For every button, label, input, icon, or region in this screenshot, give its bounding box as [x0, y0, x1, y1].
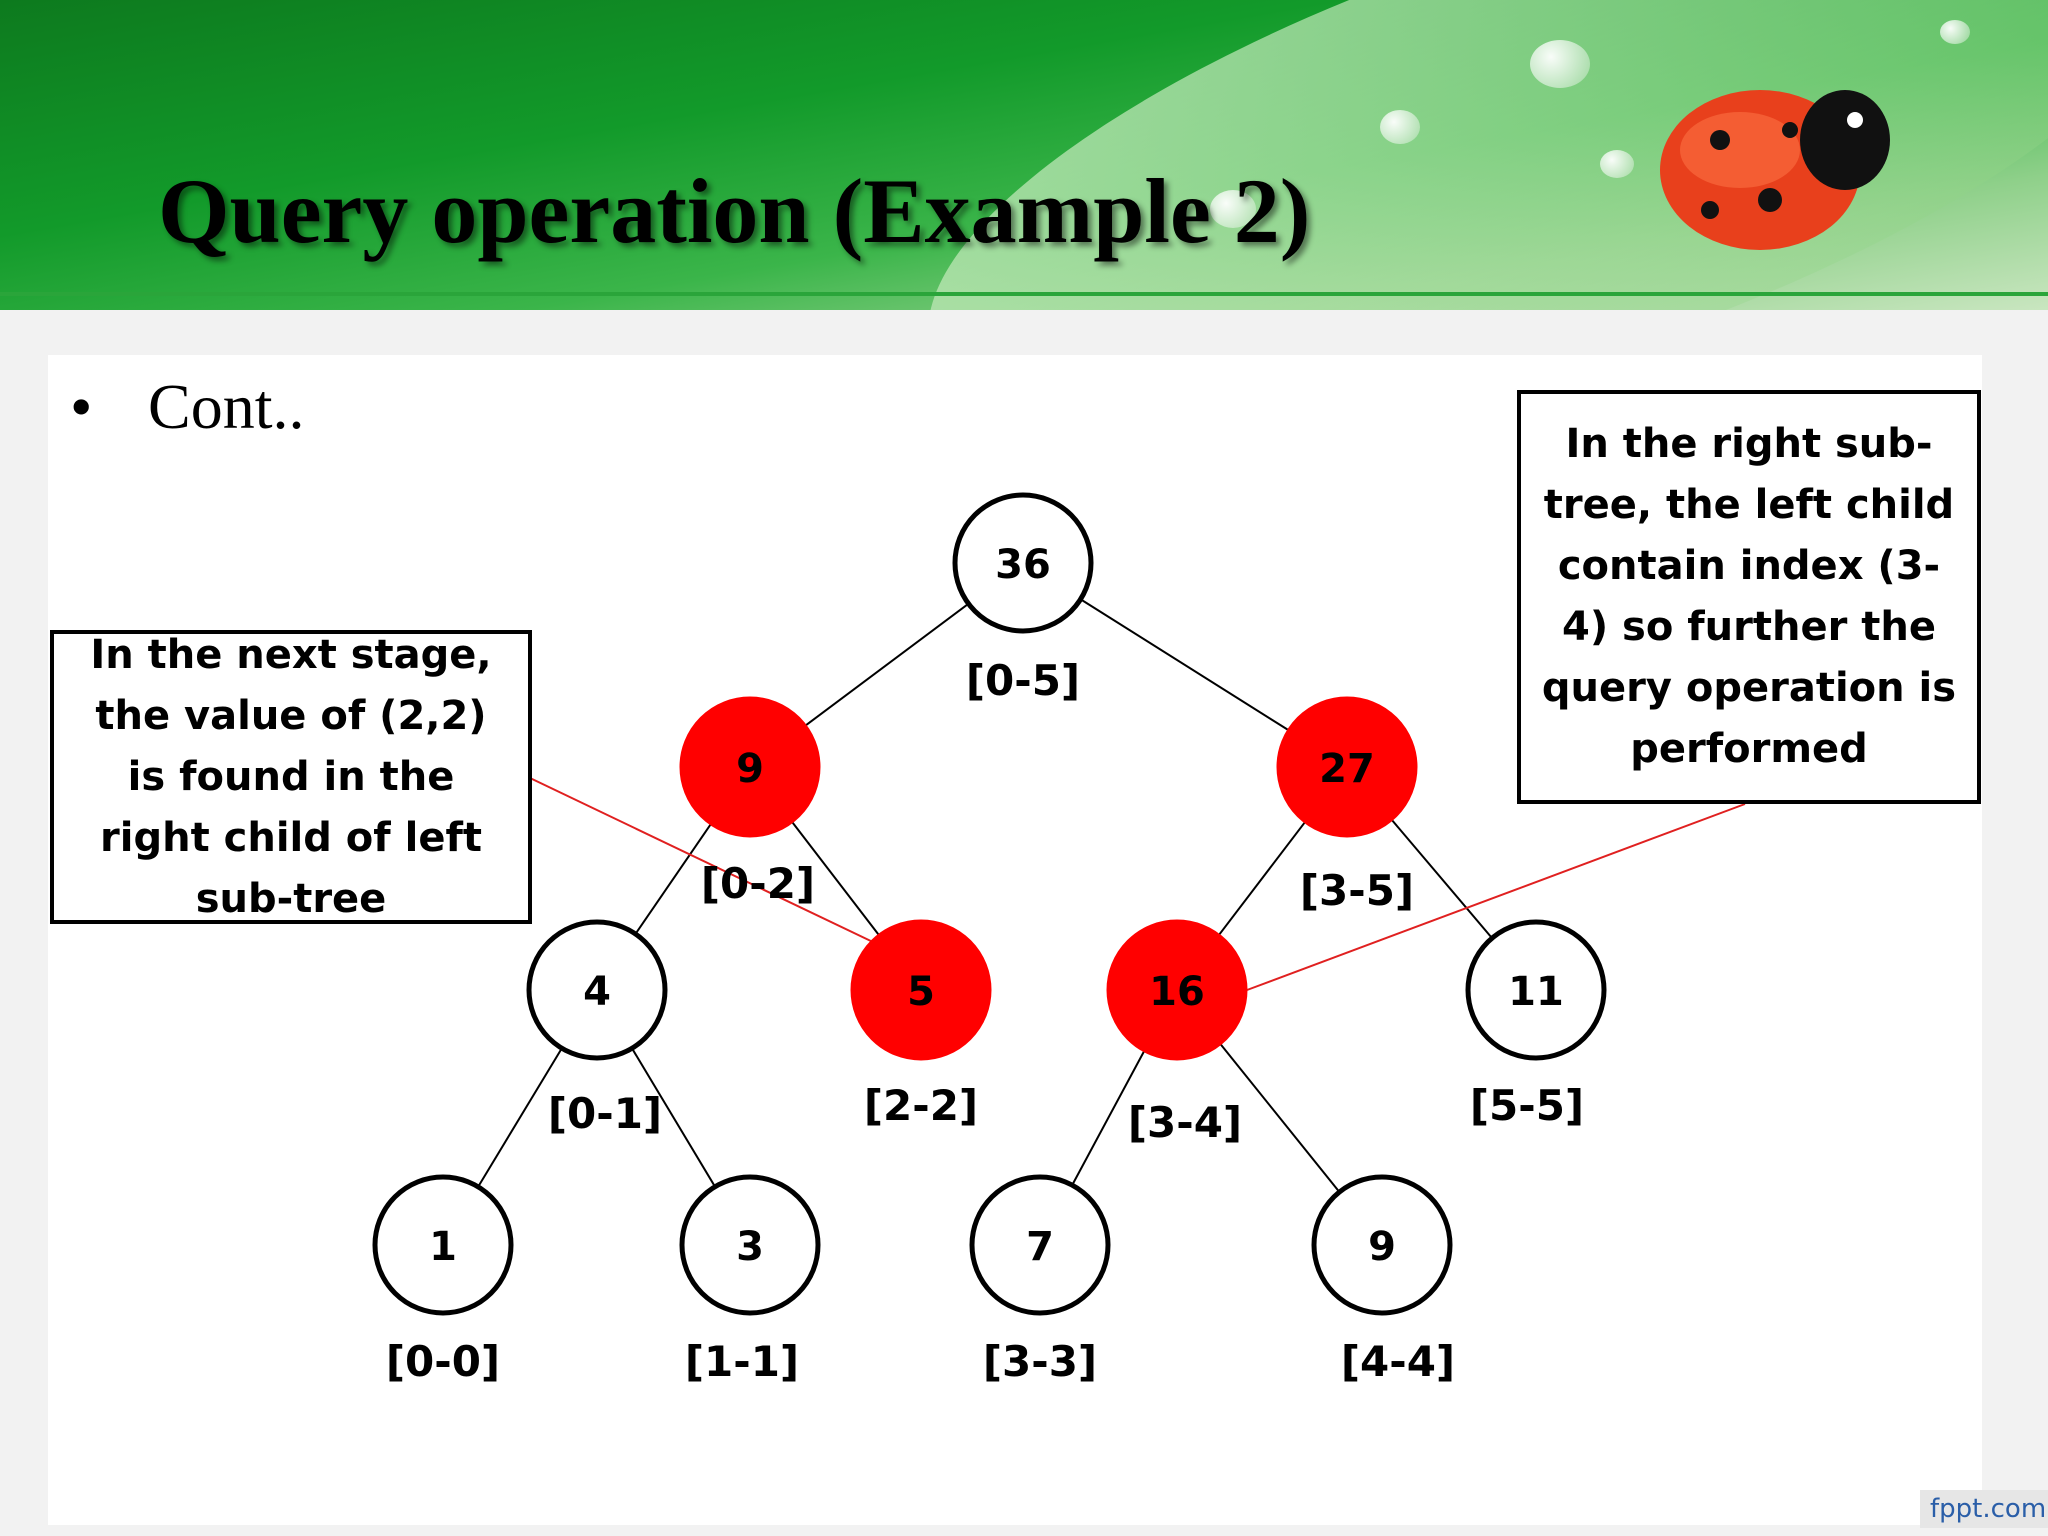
- node-circle: [679, 1174, 821, 1316]
- edge-root-to-n-3-5: [1080, 598, 1290, 732]
- node-value: 36: [995, 542, 1051, 588]
- node-circle: [526, 919, 668, 1061]
- range-label-n-2-2: [2-2]: [864, 1081, 978, 1130]
- bullet-text: Cont..: [148, 371, 305, 442]
- range-label-n-0-1: [0-1]: [548, 1089, 662, 1138]
- node-circle: [850, 919, 992, 1061]
- water-drop: [1530, 40, 1590, 88]
- edge-n-3-4-to-n-4-4: [1218, 1042, 1341, 1193]
- tree-node-n-3-5: 27: [1276, 696, 1418, 838]
- edge-n-3-4-to-n-3-3: [1071, 1049, 1146, 1186]
- bullet-dot: •: [70, 371, 93, 442]
- edge-n-0-2-to-n-0-1: [634, 822, 713, 935]
- tree-node-root: 36: [952, 492, 1094, 634]
- water-drop: [1210, 190, 1256, 228]
- range-label-n-5-5: [5-5]: [1470, 1081, 1584, 1130]
- edge-n-3-5-to-n-3-4: [1217, 820, 1307, 937]
- water-drop: [1940, 20, 1970, 44]
- node-value: 9: [736, 746, 764, 792]
- edge-n-0-1-to-n-1-1: [631, 1047, 716, 1188]
- node-circle: [1465, 919, 1607, 1061]
- tree-node-n-3-3: 7: [969, 1174, 1111, 1316]
- tree-node-n-3-4: 16: [1106, 919, 1248, 1061]
- bullet-item: • Cont..: [70, 370, 304, 444]
- tree-node-n-1-1: 3: [679, 1174, 821, 1316]
- node-value: 1: [429, 1224, 457, 1270]
- edge-n-0-2-to-n-2-2: [790, 820, 881, 937]
- edge-root-to-n-0-2: [803, 602, 970, 728]
- header-rule: [0, 292, 2048, 296]
- range-labels: [0-5] [0-2] [3-5] [0-1] [2-2] [3-4] [5-5] [0-0]…: [386, 656, 1584, 1386]
- header-banner: [0, 0, 2048, 310]
- node-value: 27: [1319, 746, 1375, 792]
- tree-node-n-2-2: 5: [850, 919, 992, 1061]
- node-circle: [969, 1174, 1111, 1316]
- tree-edges: [477, 598, 1493, 1193]
- ladybug-image: [1660, 90, 1890, 250]
- tree-node-n-0-0: 1: [372, 1174, 514, 1316]
- connector-left-callout: [529, 777, 876, 944]
- node-value: 9: [1368, 1224, 1396, 1270]
- connector-right-callout: [1246, 803, 1746, 991]
- range-label-root: [0-5]: [966, 656, 1080, 705]
- tree-node-n-5-5: 11: [1465, 919, 1607, 1061]
- node-value: 11: [1508, 969, 1564, 1015]
- node-value: 5: [907, 969, 935, 1015]
- range-label-n-4-4: [4-4]: [1341, 1337, 1455, 1386]
- callout-connectors: [529, 777, 1746, 991]
- callout-right-note: In the right sub-tree, the left child co…: [1517, 390, 1981, 804]
- water-drop: [1380, 110, 1420, 144]
- range-label-n-0-0: [0-0]: [386, 1337, 500, 1386]
- tree-node-n-4-4: 9: [1311, 1174, 1453, 1316]
- node-circle: [679, 696, 821, 838]
- range-label-n-3-4: [3-4]: [1128, 1098, 1242, 1147]
- water-drop: [1600, 150, 1634, 178]
- node-value: 3: [736, 1224, 764, 1270]
- tree-node-n-0-1: 4: [526, 919, 668, 1061]
- callout-left-note: In the next stage, the value of (2,2) is…: [50, 630, 532, 924]
- node-circle: [952, 492, 1094, 634]
- edge-n-3-5-to-n-5-5: [1390, 818, 1493, 939]
- node-circle: [1106, 919, 1248, 1061]
- range-label-n-3-5: [3-5]: [1300, 866, 1414, 915]
- node-circle: [1276, 696, 1418, 838]
- node-circle: [1311, 1174, 1453, 1316]
- node-value: 4: [583, 969, 611, 1015]
- tree-node-n-0-2: 9: [679, 696, 821, 838]
- range-label-n-3-3: [3-3]: [983, 1337, 1097, 1386]
- range-label-n-0-2: [0-2]: [701, 859, 815, 908]
- node-value: 7: [1026, 1224, 1054, 1270]
- slide-title: Query operation (Example 2): [158, 160, 1311, 262]
- node-value: 16: [1149, 969, 1205, 1015]
- node-circle: [372, 1174, 514, 1316]
- range-label-n-1-1: [1-1]: [685, 1337, 799, 1386]
- watermark-logo: fppt.com: [1920, 1490, 2048, 1528]
- edge-n-0-1-to-n-0-0: [477, 1047, 563, 1188]
